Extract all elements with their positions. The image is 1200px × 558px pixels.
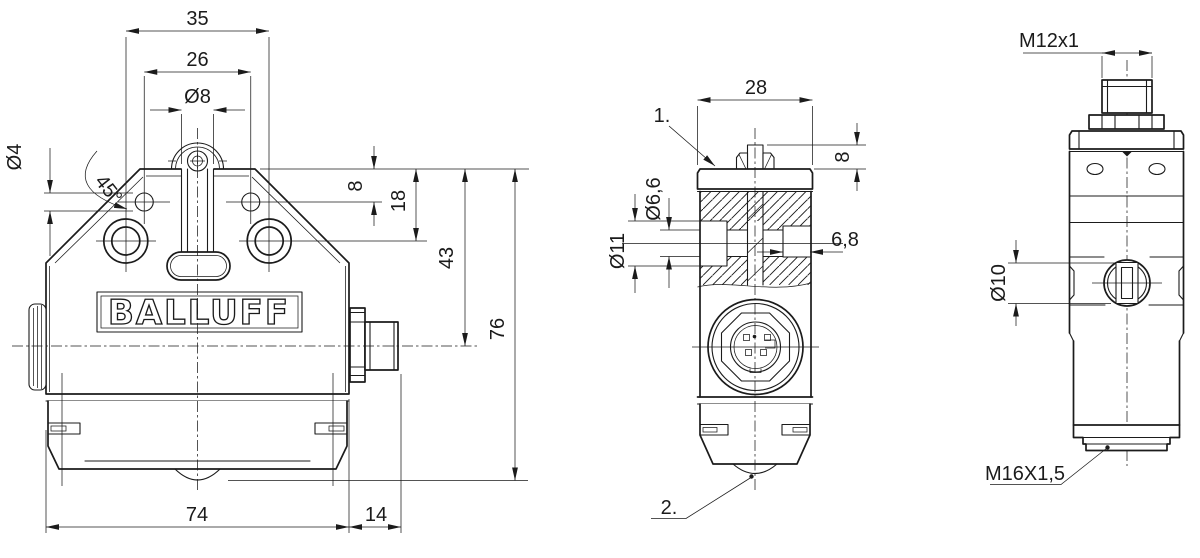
- top-center-mark: [1122, 151, 1132, 157]
- dim-width-35: 35: [186, 8, 208, 30]
- connector-pin-3: [745, 349, 752, 356]
- foot-centerlines: [61, 373, 334, 486]
- connector-nut: [349, 307, 366, 383]
- callout-1-leader: [668, 125, 716, 167]
- actuator-flank-lines: [738, 154, 772, 170]
- side-body-sides: [1068, 150, 1185, 334]
- section-break-line: [697, 282, 812, 288]
- dim-width-14: 14: [365, 504, 387, 526]
- dim-width-26: 26: [186, 49, 208, 71]
- roller-pin-crosshair: [168, 153, 227, 169]
- dimarc-45: [84, 150, 128, 210]
- base-tab-left: [50, 425, 67, 432]
- hatch-right-top: [783, 221, 811, 226]
- section-base-notches: [699, 423, 811, 436]
- side-hole-left: [1086, 162, 1104, 176]
- section-tab-right: [792, 427, 808, 433]
- hatch-midright-bottom: [763, 256, 783, 285]
- head-cap: [696, 168, 814, 190]
- hatch-left-bottom: [700, 266, 727, 285]
- connector-nut-facets: [349, 311, 366, 377]
- dim-thread-bottom: M16X1,5: [985, 463, 1065, 485]
- base-tab-right: [328, 425, 345, 432]
- hatch-midright-top: [763, 221, 783, 230]
- side-body-lines: [1068, 195, 1185, 306]
- logo-box-inner: [100, 295, 299, 329]
- dim-depth-43: 43: [436, 247, 458, 269]
- m12-connector: [1101, 79, 1153, 114]
- connector-keyway: [765, 339, 776, 349]
- side-chamfers: [1068, 332, 1185, 342]
- section-tab-left: [702, 427, 718, 433]
- side-view: M12x1 Ø10 M16X1,5: [985, 30, 1185, 485]
- dim-depth-68: 6,8: [831, 229, 859, 251]
- oval-slot-inner: [170, 255, 227, 277]
- dim-thread-top: M12x1: [1019, 30, 1079, 52]
- plunger-shaft: [180, 168, 215, 254]
- front-extension-lines: [44, 37, 529, 533]
- side-head-cap: [1068, 130, 1185, 150]
- m12-extension-lines: [1101, 56, 1153, 78]
- dim-width-28: 28: [745, 77, 767, 99]
- dim-cbore-dia: Ø11: [607, 233, 629, 269]
- left-plug-ridges: [33, 305, 42, 389]
- hatch-right-bottom: [783, 257, 811, 285]
- connector-center-pin: [752, 334, 757, 339]
- dim-roller-dia-side: Ø10: [988, 264, 1010, 302]
- connector-pin-4: [760, 349, 767, 356]
- brand-logo: BALLUFF: [108, 293, 290, 333]
- m12-hex-nut: [1088, 114, 1165, 130]
- dim-roller-dia: Ø8: [184, 86, 211, 108]
- dim-width-74: 74: [186, 504, 208, 526]
- dim-height-76: 76: [487, 318, 509, 340]
- base-notches: [47, 422, 348, 462]
- m12-thread-lines: [1101, 79, 1153, 114]
- hatch-band-top: [700, 191, 811, 221]
- side-base-lines: [1082, 436, 1171, 445]
- hatch-midleft-top: [727, 221, 748, 230]
- dim-hole-dia: Ø4: [4, 144, 26, 171]
- oval-slot: [166, 251, 231, 281]
- side-lower-sides: [1072, 340, 1181, 426]
- dim-bore-dia: Ø6,6: [643, 177, 665, 220]
- callout-2-leader: [651, 477, 752, 519]
- section-extension-lines: [622, 106, 866, 267]
- dim-depth-18: 18: [388, 190, 410, 212]
- front-view: BALLUFF 35 26 Ø8 Ø4 45°: [4, 8, 529, 533]
- section-hatch: [700, 191, 811, 285]
- m12-hex-facets: [1101, 114, 1153, 130]
- callout-1-label: 1.: [654, 105, 671, 127]
- connector-bottom-tab: [749, 368, 762, 373]
- side-edge-facets: [1068, 265, 1185, 301]
- side-hole-right: [1148, 162, 1166, 176]
- connector-pin-1: [743, 334, 750, 341]
- hatch-midleft-bottom: [727, 256, 748, 285]
- callout-2-label: 2.: [661, 497, 678, 519]
- connector-pin-2: [764, 334, 771, 341]
- housing-edge-lines: [49, 175, 346, 392]
- roller-inner-arc: [175, 146, 220, 170]
- m16-leader: [990, 447, 1108, 485]
- dim-height-8: 8: [832, 151, 854, 162]
- dim-depth-8: 8: [345, 180, 367, 191]
- section-view: 28 8 Ø6,6 Ø11 6,8 1. 2.: [607, 77, 866, 519]
- logo-box: [96, 291, 303, 333]
- dia10-extension-lines: [1008, 262, 1116, 304]
